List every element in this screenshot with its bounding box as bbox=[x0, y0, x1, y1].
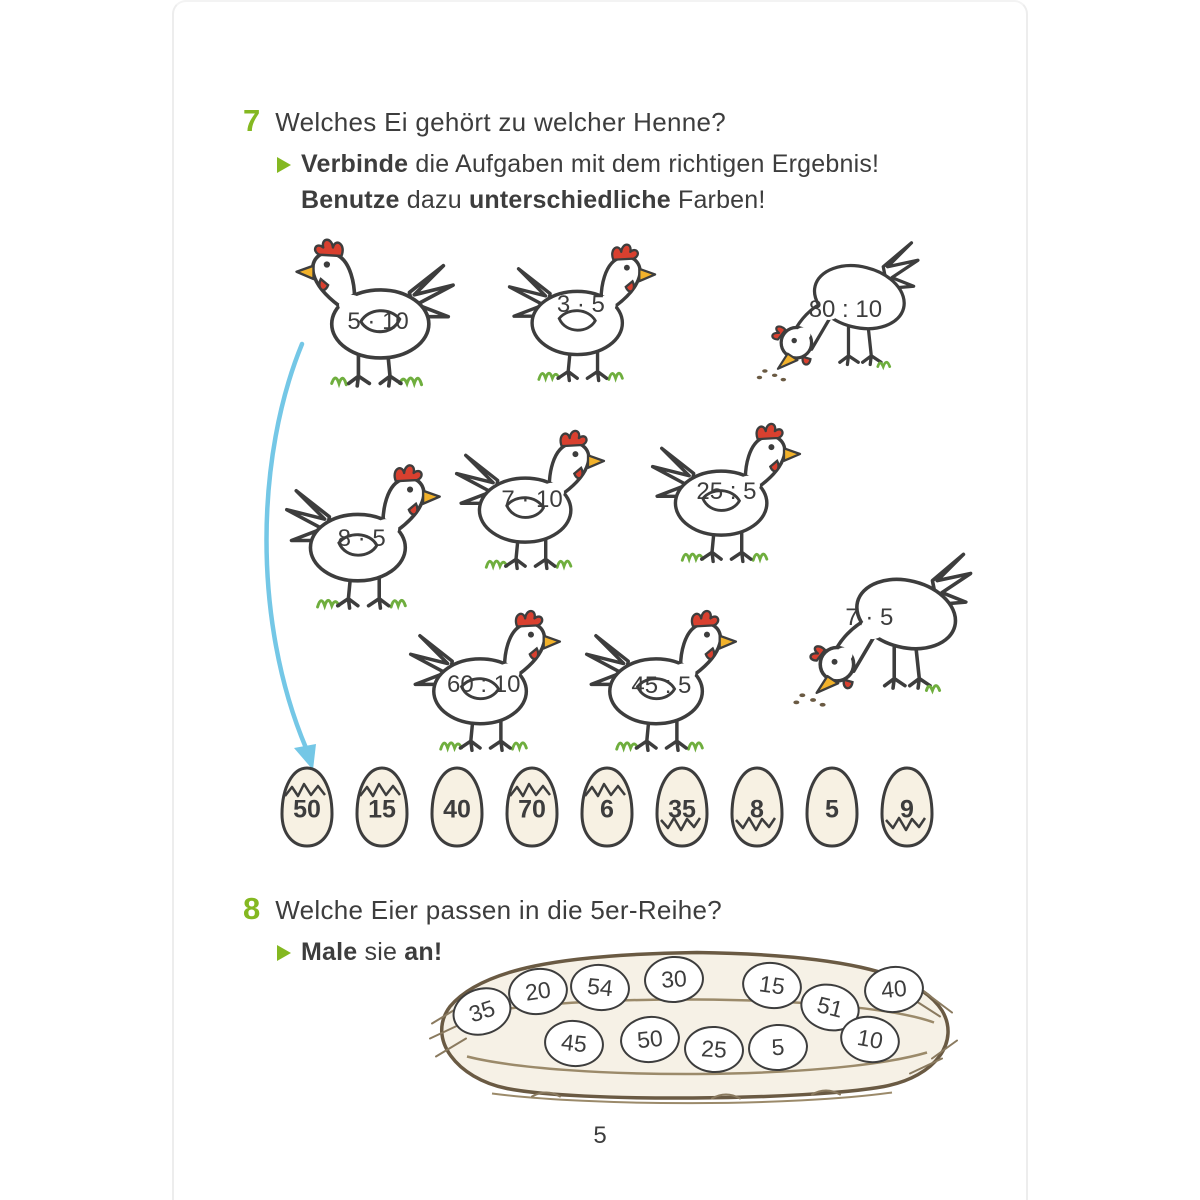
hen-problem-label: 80 : 10 bbox=[808, 295, 883, 323]
task8-header: 8 Welche Eier passen in die 5er-Reihe? bbox=[243, 891, 722, 927]
instruction-bold-word: unterschiedliche bbox=[468, 186, 671, 214]
connection-arrow bbox=[264, 341, 316, 770]
egg-value: 25 bbox=[700, 1035, 728, 1063]
answer-egg: 35 bbox=[651, 764, 713, 850]
page-number: 5 bbox=[593, 1122, 607, 1149]
instruction-text-line1: Verbinde die Aufgaben mit dem richtigen … bbox=[301, 150, 879, 179]
answer-egg: 8 bbox=[726, 764, 788, 850]
egg-value: 5 bbox=[770, 1033, 786, 1061]
egg-value: 45 bbox=[559, 1028, 589, 1058]
hen-illustration: 3 · 5 bbox=[505, 228, 663, 392]
task8-instruction: Male sie an! bbox=[277, 938, 442, 967]
hen-problem-label: 25 : 5 bbox=[696, 477, 757, 505]
task8-number: 8 bbox=[243, 891, 261, 926]
hen-illustration: 80 : 10 bbox=[742, 232, 930, 384]
instruction-plain-text: dazu bbox=[399, 186, 469, 214]
instruction-plain-text: Farben! bbox=[670, 186, 766, 214]
instruction-text-line2: Benutze dazu unterschiedliche Farben! bbox=[301, 186, 766, 215]
egg-value: 40 bbox=[879, 974, 909, 1004]
egg-value: 8 bbox=[750, 795, 764, 824]
answer-egg: 40 bbox=[426, 764, 488, 850]
instruction-plain-text: sie bbox=[357, 938, 405, 966]
answer-egg: 50 bbox=[276, 764, 338, 850]
hen-problem-label: 45 : 5 bbox=[631, 672, 692, 700]
egg-value: 9 bbox=[900, 795, 914, 824]
task8-title: Welche Eier passen in die 5er-Reihe? bbox=[275, 895, 723, 925]
answer-egg: 6 bbox=[576, 764, 638, 850]
egg-value: 35 bbox=[668, 795, 696, 824]
instruction-bold-word: Male bbox=[301, 938, 358, 966]
egg-value: 15 bbox=[368, 795, 396, 824]
answer-egg: 15 bbox=[351, 764, 413, 850]
egg-value: 10 bbox=[855, 1023, 885, 1055]
hen-illustration: 60 : 10 bbox=[406, 594, 568, 762]
egg-value: 50 bbox=[293, 795, 321, 824]
task7-header: 7 Welches Ei gehört zu welcher Henne? bbox=[243, 103, 726, 139]
hen-illustration: 8 · 5 bbox=[282, 448, 448, 620]
egg-value: 30 bbox=[660, 965, 688, 993]
egg-value: 35 bbox=[465, 994, 499, 1028]
hen-problem-label: 7 · 10 bbox=[501, 486, 563, 514]
task7-instruction-line1: Verbinde die Aufgaben mit dem richtigen … bbox=[277, 150, 879, 179]
egg-value: 51 bbox=[814, 991, 846, 1023]
answer-egg: 9 bbox=[876, 764, 938, 850]
hen-illustration: 7 · 5 bbox=[788, 542, 973, 710]
nest-illustration: 35 20 54 30 15 51 40 45 50 25 5 10 bbox=[412, 926, 977, 1131]
hen-illustration: 45 : 5 bbox=[582, 594, 744, 762]
egg-value: 40 bbox=[443, 795, 471, 824]
egg-value: 70 bbox=[518, 795, 546, 824]
hen-problem-label: 60 : 10 bbox=[447, 670, 521, 698]
hen-problem-label: 3 · 5 bbox=[556, 291, 605, 319]
task7-number: 7 bbox=[243, 103, 261, 138]
hen-problem-label: 5 · 10 bbox=[347, 308, 409, 336]
egg-value: 54 bbox=[585, 972, 615, 1002]
egg-value: 50 bbox=[635, 1024, 665, 1054]
hen-problem-label: 7 · 5 bbox=[845, 603, 894, 631]
hen-illustration: 5 · 10 bbox=[288, 222, 458, 398]
task7-instruction-line2: Benutze dazu unterschiedliche Farben! bbox=[301, 186, 766, 215]
instruction-bold-word: Verbinde bbox=[301, 150, 409, 178]
hen-illustration: 7 · 10 bbox=[452, 414, 612, 580]
egg-value: 15 bbox=[757, 970, 787, 1000]
egg-value: 20 bbox=[523, 976, 553, 1006]
hen-illustration: 25 : 5 bbox=[648, 406, 808, 574]
instruction-bold-word: an! bbox=[404, 938, 443, 966]
hen-problem-label: 8 · 5 bbox=[337, 525, 386, 553]
instruction-text: Male sie an! bbox=[301, 938, 442, 967]
instruction-bold-word: Benutze bbox=[301, 186, 400, 214]
triangle-bullet-icon bbox=[277, 157, 291, 173]
triangle-bullet-icon bbox=[277, 945, 291, 961]
answer-egg: 70 bbox=[501, 764, 563, 850]
egg-value: 6 bbox=[600, 795, 614, 824]
answer-egg: 5 bbox=[801, 764, 863, 850]
task7-title: Welches Ei gehört zu welcher Henne? bbox=[275, 107, 727, 137]
egg-value: 5 bbox=[825, 795, 839, 824]
answer-egg-row: 50 15 40 70 6 35 8 5 9 bbox=[276, 764, 938, 850]
instruction-plain-text: die Aufgaben mit dem richtigen Ergebnis! bbox=[408, 150, 880, 178]
